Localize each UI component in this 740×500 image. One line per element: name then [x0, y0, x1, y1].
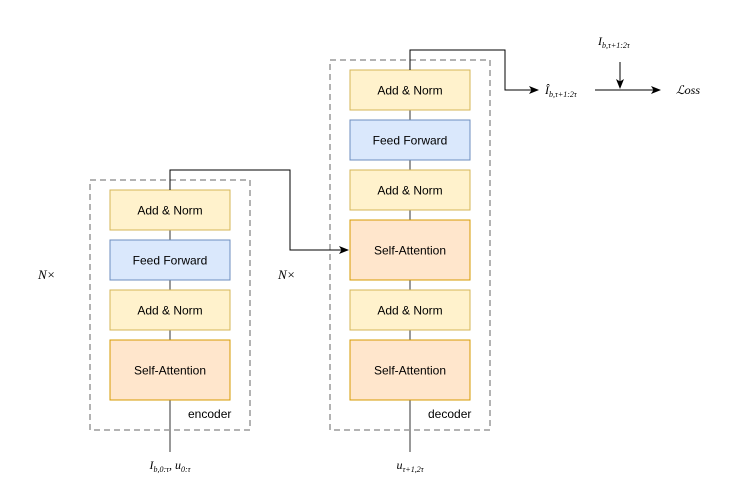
encoder-add-norm-bottom: Add & Norm: [109, 289, 231, 331]
decoder-add-norm-top: Add & Norm: [349, 69, 471, 111]
encoder-feed-forward-label: Feed Forward: [133, 254, 208, 268]
encoder-stack: Add & Norm Feed Forward Add & Norm Self-…: [37, 179, 251, 474]
decoder-output-arrow: [409, 49, 539, 94]
decoder-input-label: uτ+1,2τ: [396, 458, 424, 474]
decoder-feed-forward: Feed Forward: [349, 119, 471, 161]
decoder-self-attention: Self-Attention: [349, 339, 471, 401]
encoder-self-attention-label: Self-Attention: [134, 364, 206, 378]
target-label: Ib,τ+1:2τ: [597, 34, 631, 50]
decoder-self-attention-label: Self-Attention: [374, 364, 446, 378]
decoder-add-norm-middle-label: Add & Norm: [377, 184, 442, 198]
loss-label: ℒoss: [676, 83, 700, 97]
encoder-feed-forward: Feed Forward: [109, 239, 231, 281]
decoder-add-norm-middle: Add & Norm: [349, 169, 471, 211]
encoder-to-decoder-arrow: [169, 169, 349, 254]
decoder-label: decoder: [428, 407, 471, 421]
encoder-add-norm-bottom-label: Add & Norm: [137, 304, 202, 318]
decoder-feed-forward-label: Feed Forward: [373, 134, 448, 148]
decoder-add-norm-top-label: Add & Norm: [377, 84, 442, 98]
encoder-self-attention: Self-Attention: [109, 339, 231, 401]
decoder-stack: Add & Norm Feed Forward Add & Norm Self-…: [277, 59, 491, 474]
encoder-label: encoder: [188, 407, 231, 421]
prediction-label: Îb,τ+1:2τ: [544, 83, 578, 99]
encoder-input-label: Ib,0:τ, u0:τ: [148, 458, 191, 474]
decoder-cross-attention-label: Self-Attention: [374, 244, 446, 258]
decoder-add-norm-bottom-label: Add & Norm: [377, 304, 442, 318]
encoder-repeat-label: N×: [37, 267, 55, 282]
decoder-add-norm-bottom: Add & Norm: [349, 289, 471, 331]
decoder-cross-attention: Self-Attention: [349, 219, 471, 281]
decoder-repeat-label: N×: [277, 267, 295, 282]
encoder-add-norm-top-label: Add & Norm: [137, 204, 202, 218]
encoder-add-norm-top: Add & Norm: [109, 189, 231, 231]
